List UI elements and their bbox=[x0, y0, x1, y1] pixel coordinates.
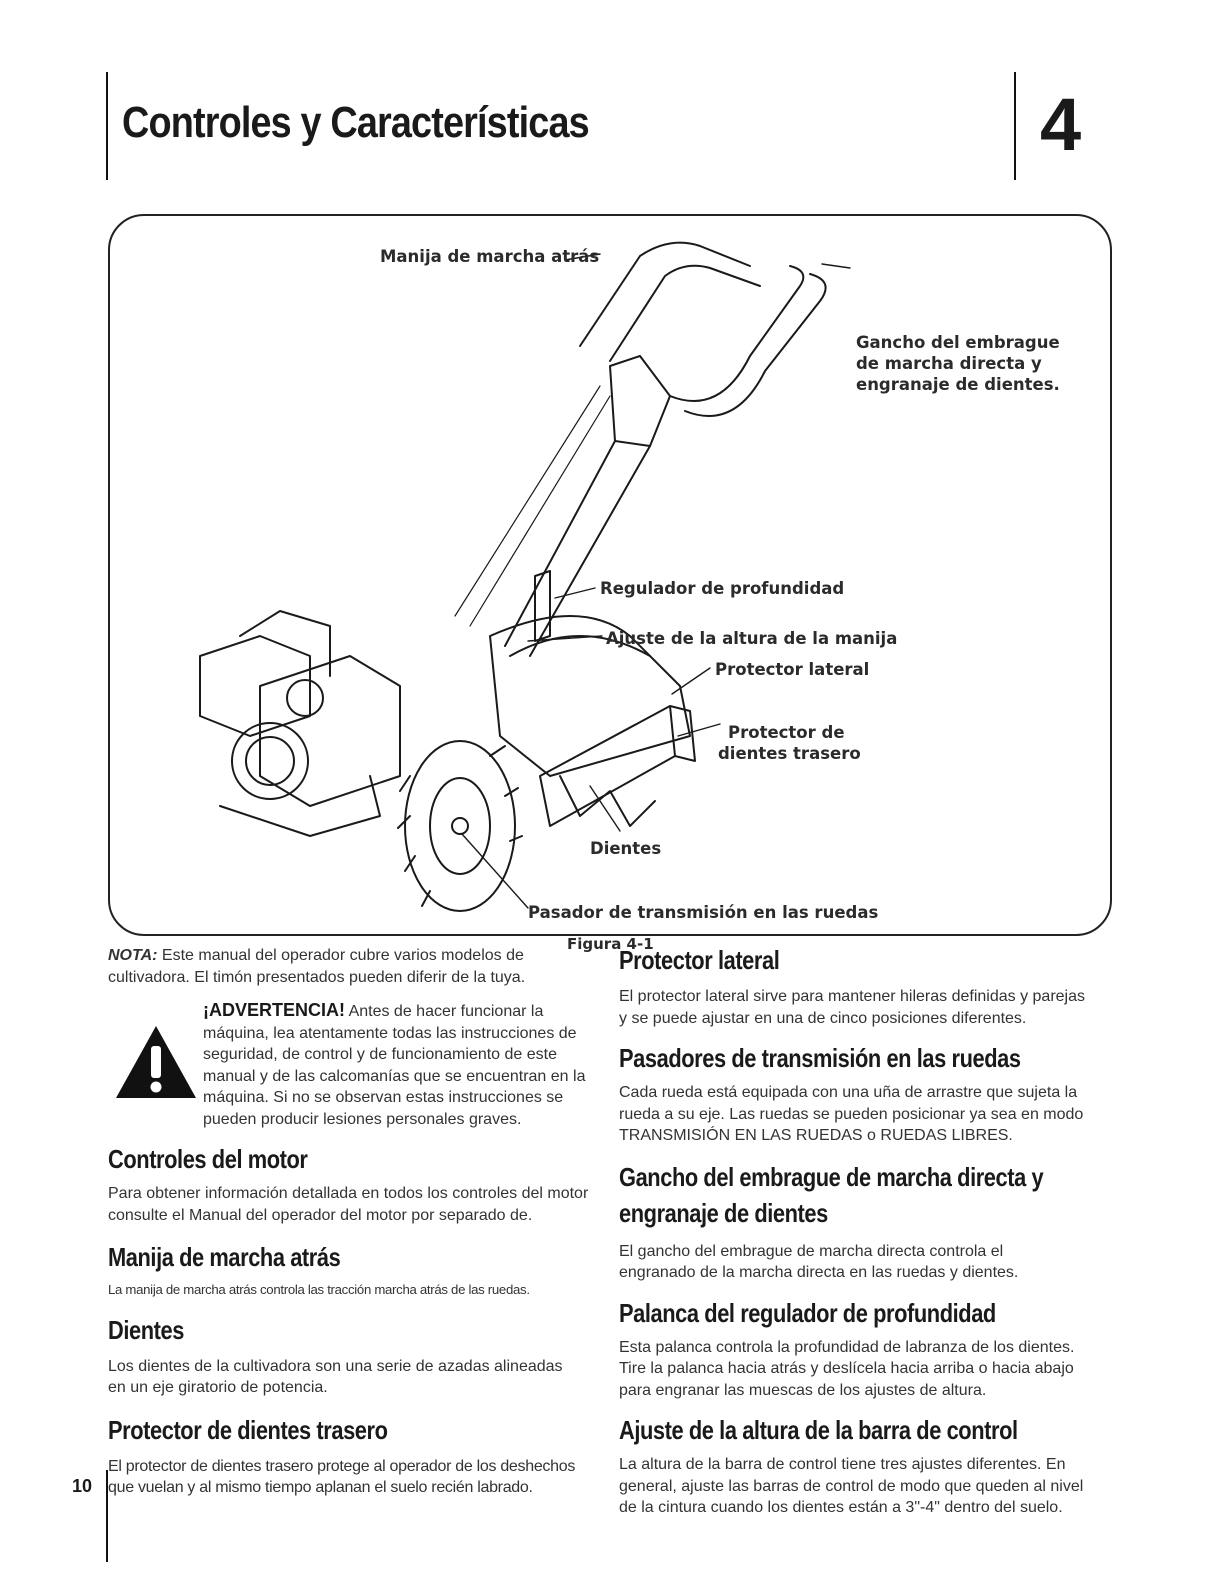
callout-clutch-hook: Gancho del embrague de marcha directa y … bbox=[856, 332, 1060, 395]
note-label: NOTA: bbox=[108, 947, 158, 964]
rear-tine-shield-text: El protector de dientes trasero protege … bbox=[108, 1457, 576, 1497]
wheel-pins-text: Cada rueda está equipada con una uña de … bbox=[619, 1084, 1084, 1144]
callout-tines: Dientes bbox=[590, 839, 662, 858]
callout-clutch-hook-line-3: engranaje de dientes. bbox=[856, 375, 1060, 394]
callout-side-shield: Protector lateral bbox=[715, 660, 870, 679]
chapter-number: 4 bbox=[1040, 83, 1082, 166]
warning-text: Antes de hacer funcionar la máquina, lea… bbox=[203, 1003, 586, 1128]
callout-wheel-pin: Pasador de transmisión en las ruedas bbox=[528, 903, 879, 922]
chapter-title: Controles y Características bbox=[122, 98, 590, 147]
header-right-rule bbox=[1014, 72, 1016, 180]
reverse-handle-text: La manija de marcha atrás controla las t… bbox=[108, 1282, 530, 1297]
heading-tines: Dientes bbox=[108, 1314, 184, 1345]
warning-label: ¡ADVERTENCIA! bbox=[203, 1000, 345, 1020]
heading-side-shield: Protector lateral bbox=[619, 945, 780, 975]
clutch-hook-text: El gancho del embrague de marcha directa… bbox=[619, 1242, 1019, 1282]
callout-rear-shield-line-1: Protector de bbox=[728, 723, 845, 742]
heading-reverse-handle: Manija de marcha atrás bbox=[108, 1242, 341, 1272]
heading-rear-tine-shield: Protector de dientes trasero bbox=[108, 1414, 388, 1445]
callout-rear-shield: Protector de dientes trasero bbox=[718, 722, 861, 764]
bar-height-text: La altura de la barra de control tiene t… bbox=[619, 1456, 1084, 1516]
heading-bar-height: Ajuste de la altura de la barra de contr… bbox=[619, 1415, 1018, 1445]
tiller-illustration bbox=[199, 241, 851, 912]
right-column: Protector lateral El protector lateral s… bbox=[619, 945, 1094, 1519]
depth-lever-text: Esta palanca controla la profundidad de … bbox=[619, 1338, 1075, 1399]
callout-clutch-hook-line-1: Gancho del embrague bbox=[856, 333, 1060, 352]
heading-wheel-pins: Pasadores de transmisión en las ruedas bbox=[619, 1043, 1021, 1073]
callout-depth-regulator: Regulador de profundidad bbox=[600, 579, 845, 598]
note-text: Este manual del operador cubre varios mo… bbox=[108, 947, 526, 986]
callout-rear-shield-line-2: dientes trasero bbox=[718, 744, 861, 763]
callout-clutch-hook-line-2: de marcha directa y bbox=[856, 354, 1042, 373]
heading-engine-controls: Controles del motor bbox=[108, 1144, 308, 1174]
side-shield-text: El protector lateral sirve para mantener… bbox=[619, 988, 1086, 1027]
left-column: NOTA: Este manual del operador cubre var… bbox=[108, 945, 600, 1499]
header-left-rule bbox=[106, 72, 108, 180]
heading-clutch-hook: Gancho del embrague de marcha directa y … bbox=[619, 1161, 1044, 1228]
engine-controls-text: Para obtener información detallada en to… bbox=[108, 1185, 589, 1224]
warning-block: ¡ADVERTENCIA! Antes de hacer funcionar l… bbox=[108, 1000, 600, 1140]
figure-frame: Manija de marcha atrás Gancho del embrag… bbox=[108, 214, 1112, 936]
warning-icon bbox=[116, 1026, 196, 1098]
heading-depth-lever: Palanca del regulador de profundidad bbox=[619, 1297, 996, 1328]
footer-rule bbox=[106, 1470, 108, 1562]
warning-paragraph: ¡ADVERTENCIA! Antes de hacer funcionar l… bbox=[203, 1000, 598, 1130]
tines-text: Los dientes de la cultivadora son una se… bbox=[108, 1357, 563, 1397]
figure-caption: Figura 4-1 bbox=[567, 935, 654, 953]
callout-handle-height: Ajuste de la altura de la manija bbox=[606, 629, 898, 648]
page-number: 10 bbox=[72, 1476, 93, 1496]
callout-reverse-handle: Manija de marcha atrás bbox=[380, 247, 600, 266]
note-paragraph: NOTA: Este manual del operador cubre var… bbox=[108, 945, 568, 988]
